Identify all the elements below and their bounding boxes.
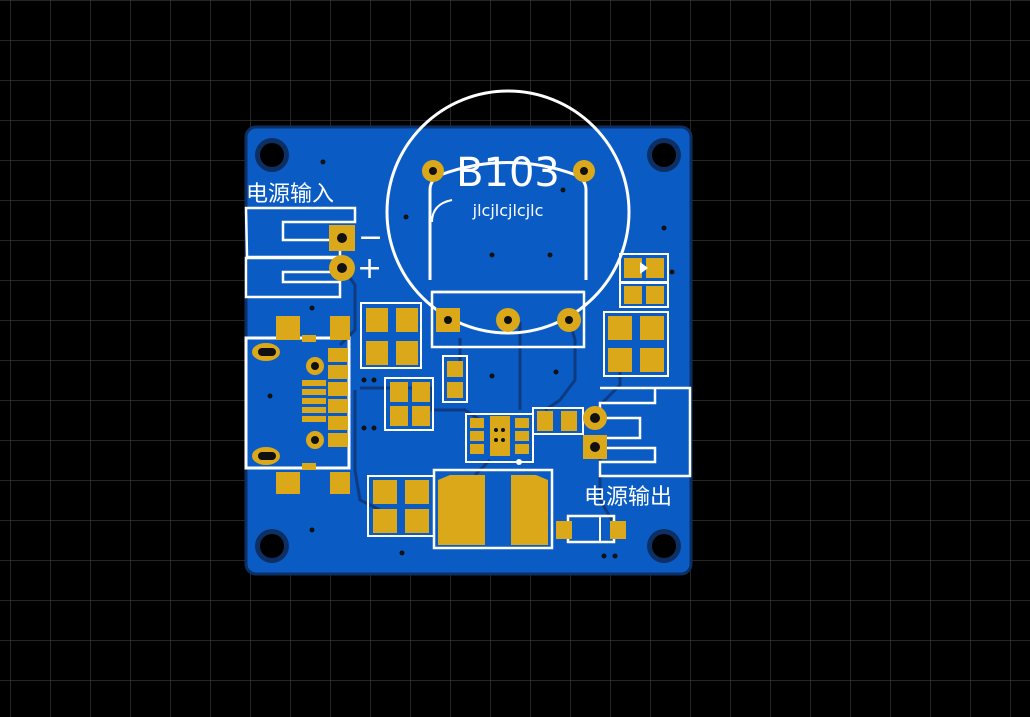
inductor-l1[interactable] (432, 468, 554, 550)
capacitor-c2[interactable] (367, 475, 435, 537)
power-output-connector[interactable] (583, 386, 692, 478)
resistor-r1[interactable] (384, 377, 434, 431)
regulator-ic[interactable] (465, 413, 534, 465)
mounting-hole-bottom-right (647, 529, 681, 563)
resistor-r3[interactable] (532, 407, 584, 435)
resistor-r4[interactable] (619, 282, 669, 308)
led-indicator[interactable] (619, 253, 669, 283)
power-output-label: 电源输出 (584, 485, 672, 510)
capacitor-c3[interactable] (603, 311, 669, 377)
usb-connector[interactable] (244, 316, 351, 494)
mounting-hole-top-left (255, 138, 289, 172)
mounting-hole-top-right (647, 138, 681, 172)
vias (267, 159, 675, 559)
diode-d1[interactable] (556, 514, 626, 544)
power-input-label: 电源输入 (246, 182, 334, 207)
capacitor-c1[interactable] (360, 302, 422, 369)
potentiometer-pins (422, 160, 595, 332)
plus-marker: + (357, 251, 382, 286)
component-value-label: B103 (456, 150, 560, 196)
power-input-connector[interactable] (244, 206, 357, 299)
minus-marker: − (358, 220, 383, 255)
fab-marker-text: jlcjlcjlcjlc (472, 201, 544, 220)
resistor-r2[interactable] (442, 355, 468, 403)
mounting-hole-bottom-left (255, 529, 289, 563)
